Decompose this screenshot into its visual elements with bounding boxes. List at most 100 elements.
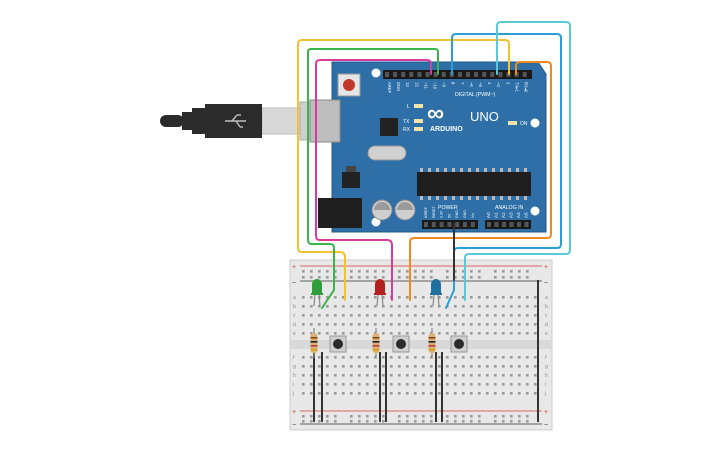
digital-pin-label: RX◂0 (524, 82, 529, 93)
rail-hole (454, 276, 457, 279)
chip-pin (492, 196, 495, 200)
bb-hole (470, 365, 473, 368)
bb-hole (414, 365, 417, 368)
rail-hole (334, 270, 337, 273)
bb-hole (526, 323, 529, 326)
rail-hole (478, 415, 481, 418)
bb-hole (342, 332, 345, 335)
rail-hole (470, 270, 473, 273)
bb-hole (342, 374, 345, 377)
bb-hole (390, 305, 393, 308)
digital-pin-label: 12 (414, 82, 419, 87)
bb-hole (518, 305, 521, 308)
bb-hole (510, 374, 513, 377)
bb-hole (518, 296, 521, 299)
bb-hole (438, 305, 441, 308)
digital-pin-label: GND (396, 82, 401, 91)
bb-hole (414, 383, 417, 386)
bb-hole (422, 374, 425, 377)
pushbutton[interactable] (329, 335, 347, 353)
bb-hole (406, 374, 409, 377)
bb-hole (374, 356, 377, 359)
rail-hole (470, 420, 473, 423)
rail-hole (382, 276, 385, 279)
chip-pin (516, 168, 519, 172)
bb-hole (454, 356, 457, 359)
row-letter: j (544, 391, 546, 397)
header-hole (517, 222, 521, 227)
usb-jack (309, 99, 341, 143)
rail-hole (398, 420, 401, 423)
bb-hole (414, 392, 417, 395)
bb-hole (318, 305, 321, 308)
bb-hole (494, 323, 497, 326)
rail-hole (366, 276, 369, 279)
bb-hole (534, 314, 537, 317)
rail-hole (334, 415, 337, 418)
bb-hole (390, 374, 393, 377)
header-hole (439, 222, 444, 227)
bb-hole (430, 305, 433, 308)
bb-hole (334, 314, 337, 317)
row-letter: j (292, 391, 294, 397)
bb-hole (302, 314, 305, 317)
chip-pin (524, 196, 527, 200)
bb-hole (438, 314, 441, 317)
rail-hole (518, 276, 521, 279)
bb-hole (510, 392, 513, 395)
bb-hole (398, 296, 401, 299)
rail-hole (406, 420, 409, 423)
bb-hole (382, 296, 385, 299)
chip-pin (444, 168, 447, 172)
chip-pin (476, 196, 479, 200)
rail-hole (526, 276, 529, 279)
rail-hole (430, 270, 433, 273)
bb-hole (414, 374, 417, 377)
bb-hole (382, 392, 385, 395)
bb-hole (414, 314, 417, 317)
bb-hole (382, 314, 385, 317)
bb-hole (326, 305, 329, 308)
header-hole (425, 72, 430, 77)
bb-hole (358, 374, 361, 377)
rail-hole (366, 270, 369, 273)
power-pin-label: GND (463, 210, 467, 218)
rail-hole (478, 276, 481, 279)
row-letter: f (545, 355, 547, 361)
bb-hole (438, 374, 441, 377)
rail-hole (302, 415, 305, 418)
bb-hole (334, 374, 337, 377)
digital-pin-label: TX▸1 (514, 82, 519, 92)
rail-hole (374, 420, 377, 423)
bb-hole (382, 332, 385, 335)
bb-hole (374, 296, 377, 299)
bb-hole (326, 392, 329, 395)
bb-hole (302, 383, 305, 386)
header-hole (509, 222, 514, 227)
bb-hole (486, 383, 489, 386)
analog-pin-label: A2 (501, 212, 506, 218)
bb-hole (494, 383, 497, 386)
bb-hole (446, 296, 449, 299)
header-hole (463, 222, 467, 227)
rail-hole (366, 415, 369, 418)
rail-minus-label: − (292, 422, 296, 429)
crystal (367, 145, 407, 161)
bb-hole (334, 365, 337, 368)
pushbutton[interactable] (450, 335, 468, 353)
bb-hole (310, 365, 313, 368)
bb-hole (502, 356, 505, 359)
rail-hole (518, 415, 521, 418)
reset-button[interactable] (337, 73, 361, 97)
rail-hole (398, 415, 401, 418)
rail-hole (326, 420, 329, 423)
bb-hole (422, 356, 425, 359)
chip-pin (436, 168, 439, 172)
chip-pin (508, 196, 511, 200)
header-hole (474, 72, 479, 77)
pushbutton[interactable] (392, 335, 410, 353)
bb-hole (534, 296, 537, 299)
header-analog: ANALOG IN (495, 205, 524, 211)
rail-hole (326, 270, 329, 273)
rail-hole (358, 420, 361, 423)
